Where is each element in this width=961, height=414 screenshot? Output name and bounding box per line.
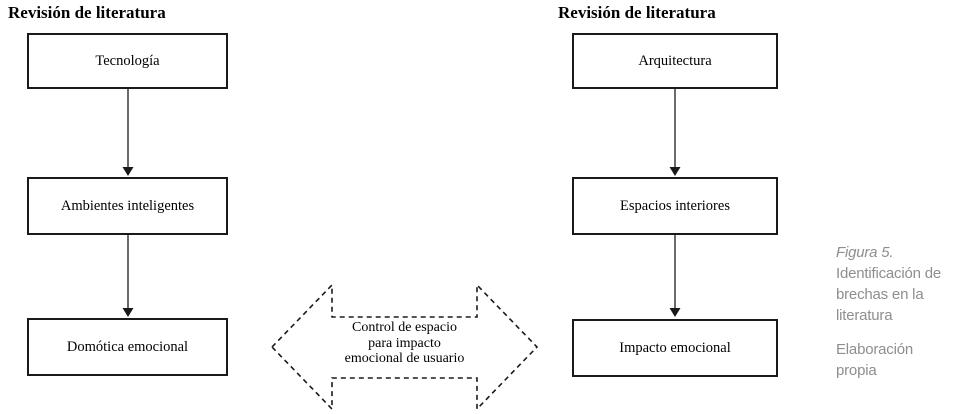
node-espacios-interiores: Espacios interiores (572, 177, 778, 235)
left-down-arrow-1 (122, 89, 134, 176)
caption-title-line: Identificación de (836, 265, 942, 282)
right-flow-title: Revisión de literatura (558, 3, 716, 22)
caption-source: Elaboración propia (836, 339, 961, 381)
node-domotica-emocional: Domótica emocional (27, 318, 228, 376)
node-impacto-emocional: Impacto emocional (572, 319, 778, 377)
figure-number-line: Figura 5. (836, 242, 961, 263)
caption-title-line: brechas en la (836, 286, 924, 303)
right-down-arrow-1 (669, 89, 681, 176)
node-arquitectura: Arquitectura (572, 33, 778, 89)
caption-source-line: propia (836, 362, 877, 379)
node-tecnologia: Tecnología (27, 33, 228, 89)
figure-number: Figura 5. (836, 244, 894, 261)
left-down-arrow-2 (122, 235, 134, 317)
caption-source-line: Elaboración (836, 341, 914, 358)
right-down-arrow-2 (669, 235, 681, 317)
node-ambientes-inteligentes: Ambientes inteligentes (27, 177, 228, 235)
double-arrow-shape (270, 283, 539, 411)
gap-label-line: emocional de usuario (344, 351, 465, 366)
gap-arrow-label: Control de espacio para impacto emociona… (332, 320, 477, 367)
gap-label-line: Control de espacio (352, 320, 457, 335)
figure-caption: Figura 5. Identificación de brechas en l… (836, 242, 961, 381)
left-flow-title: Revisión de literatura (8, 3, 166, 22)
caption-title-line: literatura (836, 307, 893, 324)
gap-label-line: para impacto (368, 335, 441, 351)
